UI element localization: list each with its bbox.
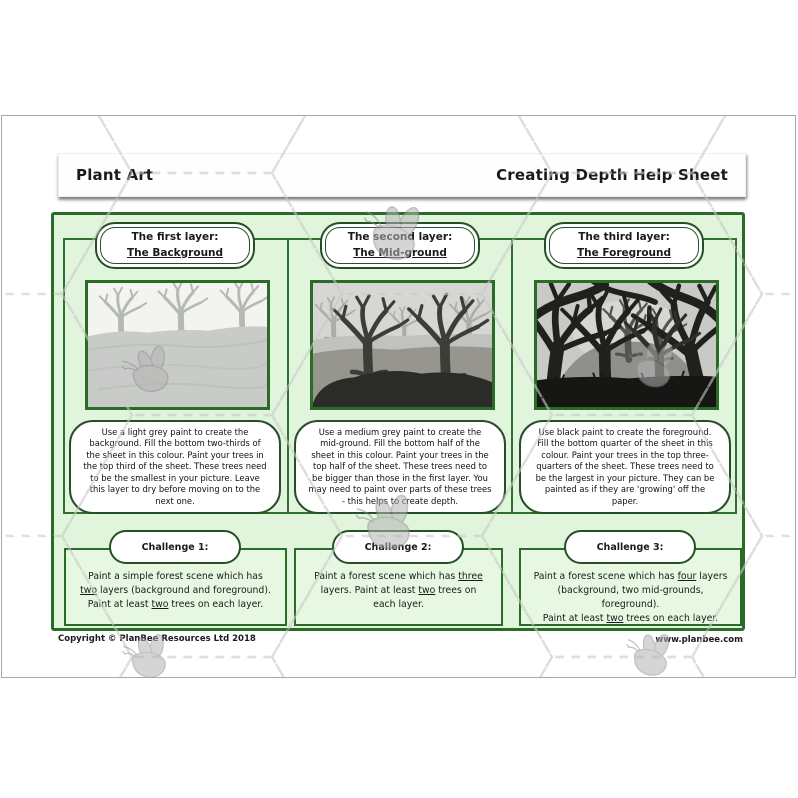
honeycomb-pattern: [2, 116, 795, 677]
worksheet-card: Plant Art Creating Depth Help Sheet The …: [1, 115, 796, 678]
